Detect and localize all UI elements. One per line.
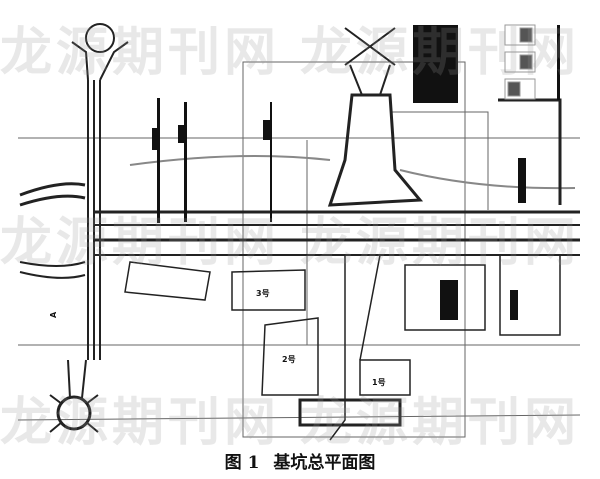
reference-lines xyxy=(17,61,581,438)
figure-title: 基坑总平面图 xyxy=(273,453,376,473)
legend xyxy=(504,24,536,100)
main-road xyxy=(19,182,580,279)
zone-label: 2号 xyxy=(282,355,296,364)
site-plan-drawing: A 3号 2号 1号 xyxy=(17,23,581,441)
figure-caption: 图 1 基坑总平面图 xyxy=(0,448,600,473)
annotation-marks xyxy=(152,25,560,320)
north-interchange xyxy=(129,27,576,207)
zone-label: 3号 xyxy=(256,289,270,298)
excavation-zones xyxy=(124,98,562,441)
figure-number: 图 1 xyxy=(224,453,260,473)
zone-label: 1号 xyxy=(372,378,386,387)
north-south-road xyxy=(49,23,129,433)
section-marker-a: A xyxy=(49,311,58,318)
